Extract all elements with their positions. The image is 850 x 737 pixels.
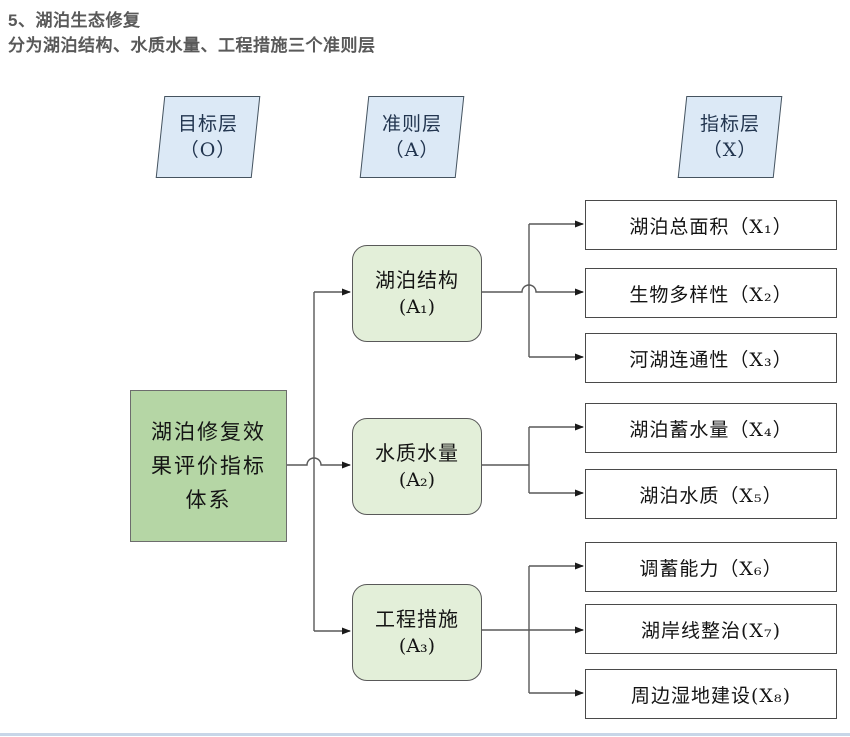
layer-header-label: 指标层 — [699, 113, 760, 135]
indicator-box-x7: 湖岸线整治(X₇) — [585, 604, 837, 654]
page-subtitle: 分为湖泊结构、水质水量、工程措施三个准则层 — [8, 36, 376, 55]
layer-header-code: （O） — [179, 139, 237, 161]
indicator-box-x8: 周边湿地建设(X₈) — [585, 669, 837, 719]
criteria-label: 水质水量 — [375, 440, 459, 465]
indicator-box-x1: 湖泊总面积（X₁） — [585, 200, 837, 250]
layer-header-label: 准则层 — [381, 113, 442, 135]
layer-header-code: （X） — [702, 139, 758, 161]
connector-goal-to-a2 — [285, 457, 351, 469]
criteria-box-a1: 湖泊结构 (A₁) — [352, 245, 482, 342]
criteria-code: (A₂) — [398, 468, 436, 491]
goal-box: 湖泊修复效 果评价指标 体系 — [130, 390, 287, 542]
goal-box-line: 体系 — [185, 488, 232, 512]
layer-header-goal: 目标层 （O） — [155, 96, 261, 178]
criteria-box-a3: 工程措施 (A₃) — [352, 584, 482, 681]
connector-a1-to-x2 — [480, 284, 584, 296]
indicator-box-x3: 河湖连通性（X₃） — [585, 333, 837, 383]
layer-header-criteria: 准则层 （A） — [359, 96, 465, 178]
layer-header-indicator: 指标层 （X） — [677, 96, 783, 178]
indicator-box-x5: 湖泊水质（X₅） — [585, 469, 837, 519]
bottom-divider — [0, 733, 850, 736]
criteria-code: (A₃) — [398, 634, 436, 657]
criteria-code: (A₁) — [398, 295, 436, 318]
criteria-label: 湖泊结构 — [375, 267, 459, 292]
indicator-box-x6: 调蓄能力（X₆） — [585, 542, 837, 592]
layer-header-label: 目标层 — [177, 113, 238, 135]
page-title: 5、湖泊生态修复 — [8, 11, 141, 30]
layer-header-code: （A） — [384, 139, 440, 161]
criteria-box-a2: 水质水量 (A₂) — [352, 418, 482, 515]
goal-box-line: 果评价指标 — [151, 454, 266, 478]
goal-box-line: 湖泊修复效 — [151, 420, 266, 444]
indicator-box-x2: 生物多样性（X₂） — [585, 268, 837, 318]
indicator-box-x4: 湖泊蓄水量（X₄） — [585, 403, 837, 453]
criteria-label: 工程措施 — [375, 606, 459, 631]
